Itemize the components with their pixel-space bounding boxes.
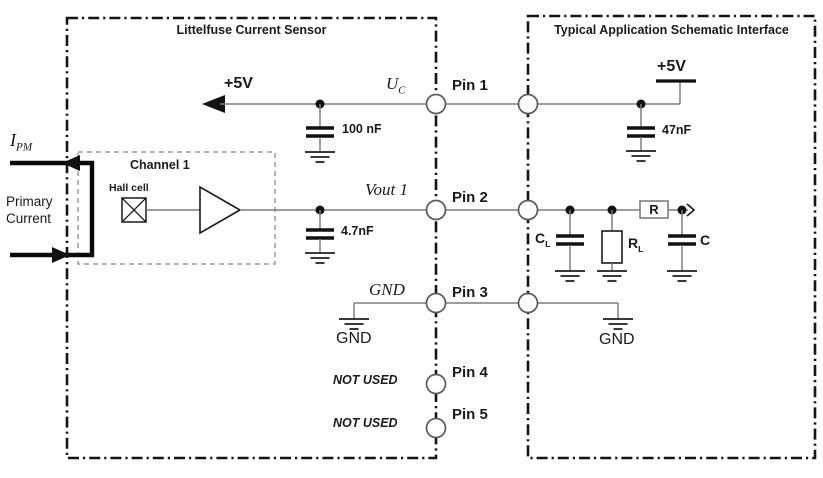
primary-current-symbol-main: I: [10, 130, 16, 150]
ground-c-icon: [665, 269, 699, 283]
app-gnd-label: GND: [599, 331, 635, 348]
capacitor-47nf: [625, 126, 657, 138]
primary-current-in-arrow: [52, 247, 70, 263]
pin4-note: NOT USED: [333, 373, 398, 387]
output-arrow-icon: [686, 203, 696, 217]
supply-arrow-icon: [202, 95, 225, 113]
pin1-sensor-circle: [425, 93, 447, 115]
capacitor-4p7nf: [304, 228, 336, 240]
pin5-circle: [425, 417, 447, 439]
ground-cl-icon: [553, 269, 587, 283]
pin3-app-circle: [517, 292, 539, 314]
net-label-vout: Vout 1: [365, 180, 408, 199]
pin3-sensor-circle: [425, 292, 447, 314]
sensor-box-border: [65, 16, 438, 460]
primary-current-caption: Primary Current: [6, 194, 53, 228]
ground-100nf-icon: [303, 150, 337, 164]
row-pin1: [202, 79, 696, 164]
pin5-label: Pin 5: [452, 406, 488, 423]
filter-cap-label: C: [700, 232, 711, 248]
sensor-supply-label: +5V: [224, 75, 253, 92]
pin4-circle: [425, 373, 447, 395]
capacitor-cl: [554, 234, 586, 246]
load-cap-label-sub: L: [545, 238, 551, 249]
channel1-box-border: [77, 151, 276, 265]
primary-current-symbol-sub: PM: [16, 141, 33, 154]
pin2-app-circle: [517, 199, 539, 221]
application-box-border: [526, 14, 817, 460]
row-pin3: [337, 302, 635, 331]
load-res-label-sub: L: [638, 243, 644, 254]
resistor-rl-symbol: [601, 230, 623, 264]
pin2-label: Pin 2: [452, 189, 488, 206]
pin1-label: Pin 1: [452, 77, 488, 94]
primary-conductor-path: [10, 160, 95, 258]
hall-cell-label: Hall cell: [109, 182, 149, 194]
pin3-label: Pin 3: [452, 284, 488, 301]
ground-47nf-icon: [624, 149, 658, 163]
hall-cell-diag2: [121, 197, 147, 223]
sensor-box-title: Littelfuse Current Sensor: [176, 23, 327, 37]
capacitor-47nf-value: 47nF: [662, 123, 692, 137]
load-cap-label-main: C: [535, 230, 546, 246]
ground-rl-icon: [595, 269, 629, 283]
pin5-note: NOT USED: [333, 416, 398, 430]
pin4-label: Pin 4: [452, 364, 488, 381]
primary-current-out-arrow: [62, 155, 80, 171]
net-label-gnd: GND: [369, 280, 405, 299]
net-label-uc-sub: C: [398, 85, 406, 97]
pin-circles: [425, 93, 539, 439]
primary-current-caption-line1: Primary: [6, 194, 53, 209]
pin1-app-circle: [517, 93, 539, 115]
app-supply-label: +5V: [657, 58, 686, 75]
load-cap-label: CL: [535, 230, 551, 249]
primary-conductor: [10, 155, 95, 263]
ground-app-icon: [601, 317, 635, 331]
net-label-uc-main: U: [386, 74, 399, 93]
capacitor-4p7nf-value: 4.7nF: [341, 224, 374, 238]
capacitor-c: [666, 234, 698, 246]
application-box-title: Typical Application Schematic Interface: [554, 23, 789, 37]
channel1-label: Channel 1: [130, 158, 190, 172]
series-res-label: R: [649, 202, 659, 217]
load-res-label-main: R: [628, 235, 639, 251]
primary-current-caption-line2: Current: [6, 210, 52, 226]
ground-sensor-icon: [337, 317, 371, 331]
primary-current-symbol: IPM: [10, 130, 32, 154]
net-label-uc: UC: [386, 74, 406, 97]
capacitor-100nf: [304, 126, 336, 138]
amplifier-symbol: [199, 185, 242, 235]
capacitor-100nf-value: 100 nF: [342, 122, 382, 136]
load-res-label: RL: [628, 235, 644, 254]
pin2-sensor-circle: [425, 199, 447, 221]
ground-4p7nf-icon: [303, 251, 337, 265]
sensor-gnd-label: GND: [336, 330, 372, 347]
row-pin2: [121, 185, 699, 283]
